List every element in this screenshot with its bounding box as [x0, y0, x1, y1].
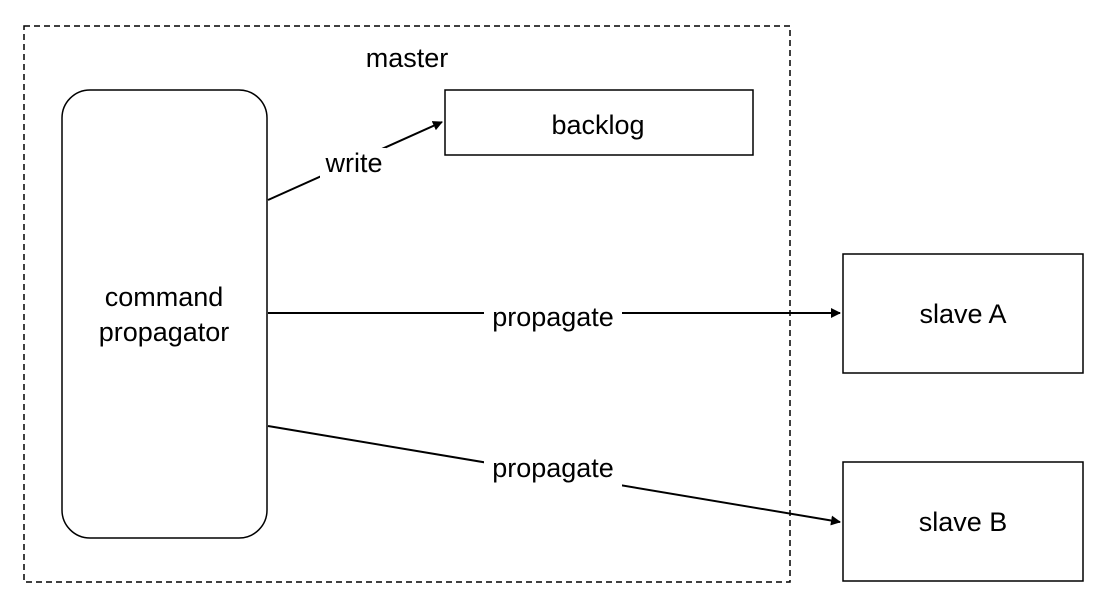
command-propagator-label-line2: propagator: [99, 317, 230, 347]
master-boundary: [23, 25, 791, 583]
propagate-b-label-bg: [484, 452, 622, 488]
propagate-b-label: propagate: [492, 453, 614, 483]
propagate-a-label-bg: [484, 297, 622, 333]
command-propagator-label-line1: command: [105, 282, 224, 312]
propagate-a-label: propagate: [492, 302, 614, 332]
write-edge-label: write: [324, 148, 382, 178]
command-propagator-node: [61, 89, 268, 539]
slave-b-node: [842, 461, 1084, 582]
backlog-label: backlog: [551, 110, 644, 140]
slave-a-label: slave A: [919, 299, 1006, 329]
slave-b-label: slave B: [919, 507, 1008, 537]
write-edge-label-bg: [320, 148, 386, 180]
backlog-node: [444, 89, 754, 156]
slave-a-node: [842, 253, 1084, 374]
master-label: master: [366, 43, 449, 73]
